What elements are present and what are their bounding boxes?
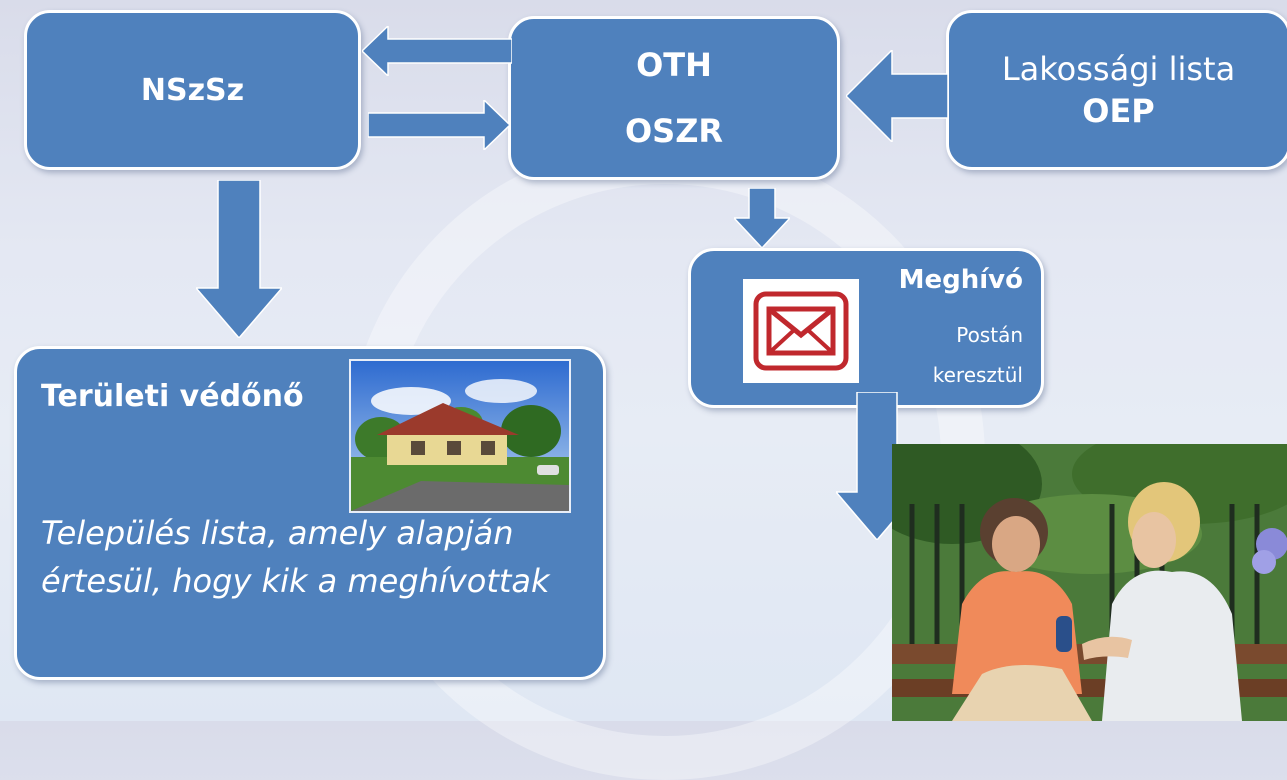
arrow-lakossagi-to-oth — [846, 50, 948, 142]
people-photo — [892, 444, 1287, 721]
node-oszr-label: OSZR — [624, 112, 724, 150]
meghivo-sub-line1: Postán — [956, 323, 1023, 347]
node-oth-oszr: OTH OSZR — [508, 16, 840, 180]
meghivo-sub-line2: keresztül — [932, 363, 1023, 387]
node-lakossagi-label: Lakossági lista — [1001, 50, 1236, 88]
arrow-oth-to-nszsz — [362, 26, 512, 76]
meghivo-subtitle: Postán keresztül — [933, 315, 1023, 395]
teruleti-description: Település lista, amely alapján értesül, … — [41, 514, 550, 600]
node-teruleti-vedono: Területi védőnő Település list — [14, 346, 606, 680]
node-oth-label: OTH — [636, 46, 712, 84]
node-meghivo: Meghívó Postán keresztül — [688, 248, 1044, 408]
arrow-oth-to-meghivo — [734, 188, 790, 248]
teruleti-title: Területi védőnő — [41, 379, 304, 414]
node-nszsz: NSzSz — [24, 10, 361, 170]
meghivo-title: Meghívó — [898, 265, 1023, 295]
node-lakossagi-lista: Lakossági lista OEP — [946, 10, 1287, 170]
node-nszsz-label: NSzSz — [140, 72, 245, 108]
node-oep-label: OEP — [1082, 92, 1155, 130]
arrow-nszsz-to-oth — [368, 100, 510, 150]
arrow-nszsz-to-teruleti — [196, 180, 282, 338]
envelope-icon — [743, 279, 859, 383]
house-photo — [349, 359, 571, 513]
